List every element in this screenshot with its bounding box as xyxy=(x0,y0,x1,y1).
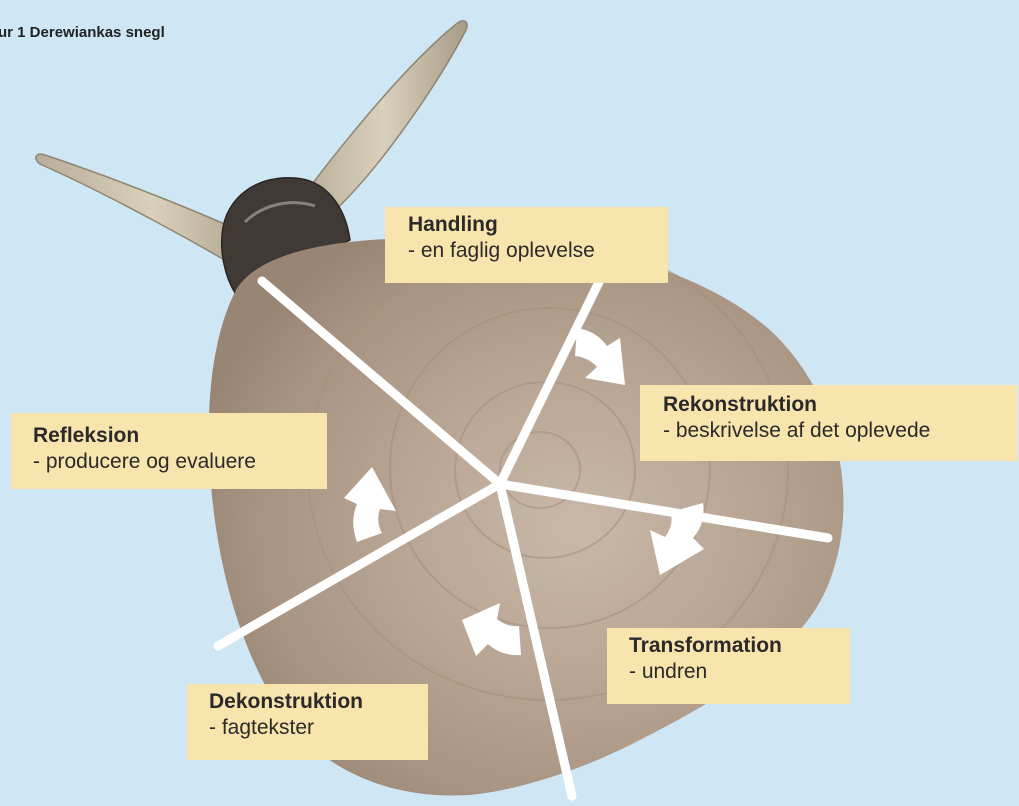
stage-heading: Rekonstruktion xyxy=(663,392,1018,418)
stage-subtitle: - beskrivelse af det oplevede xyxy=(663,418,1018,444)
stage-box-rekonstruktion: Rekonstruktion - beskrivelse af det ople… xyxy=(640,385,1018,461)
stage-heading: Dekonstruktion xyxy=(209,689,428,715)
stage-box-dekonstruktion: Dekonstruktion - fagtekster xyxy=(187,684,428,760)
stage-heading: Refleksion xyxy=(33,423,327,449)
stage-box-refleksion: Refleksion - producere og evaluere xyxy=(11,413,327,489)
stage-subtitle: - fagtekster xyxy=(209,715,428,741)
stage-heading: Handling xyxy=(408,212,668,238)
stage-subtitle: - producere og evaluere xyxy=(33,449,327,475)
stage-box-handling: Handling - en faglig oplevelse xyxy=(385,207,668,283)
stage-subtitle: - en faglig oplevelse xyxy=(408,238,668,264)
stage-heading: Transformation xyxy=(629,633,850,659)
snail-tentacle-right xyxy=(300,21,467,215)
figure-title: ur 1 Derewiankas snegl xyxy=(0,24,165,41)
stage-subtitle: - undren xyxy=(629,659,850,685)
stage-box-transformation: Transformation - undren xyxy=(607,628,850,704)
